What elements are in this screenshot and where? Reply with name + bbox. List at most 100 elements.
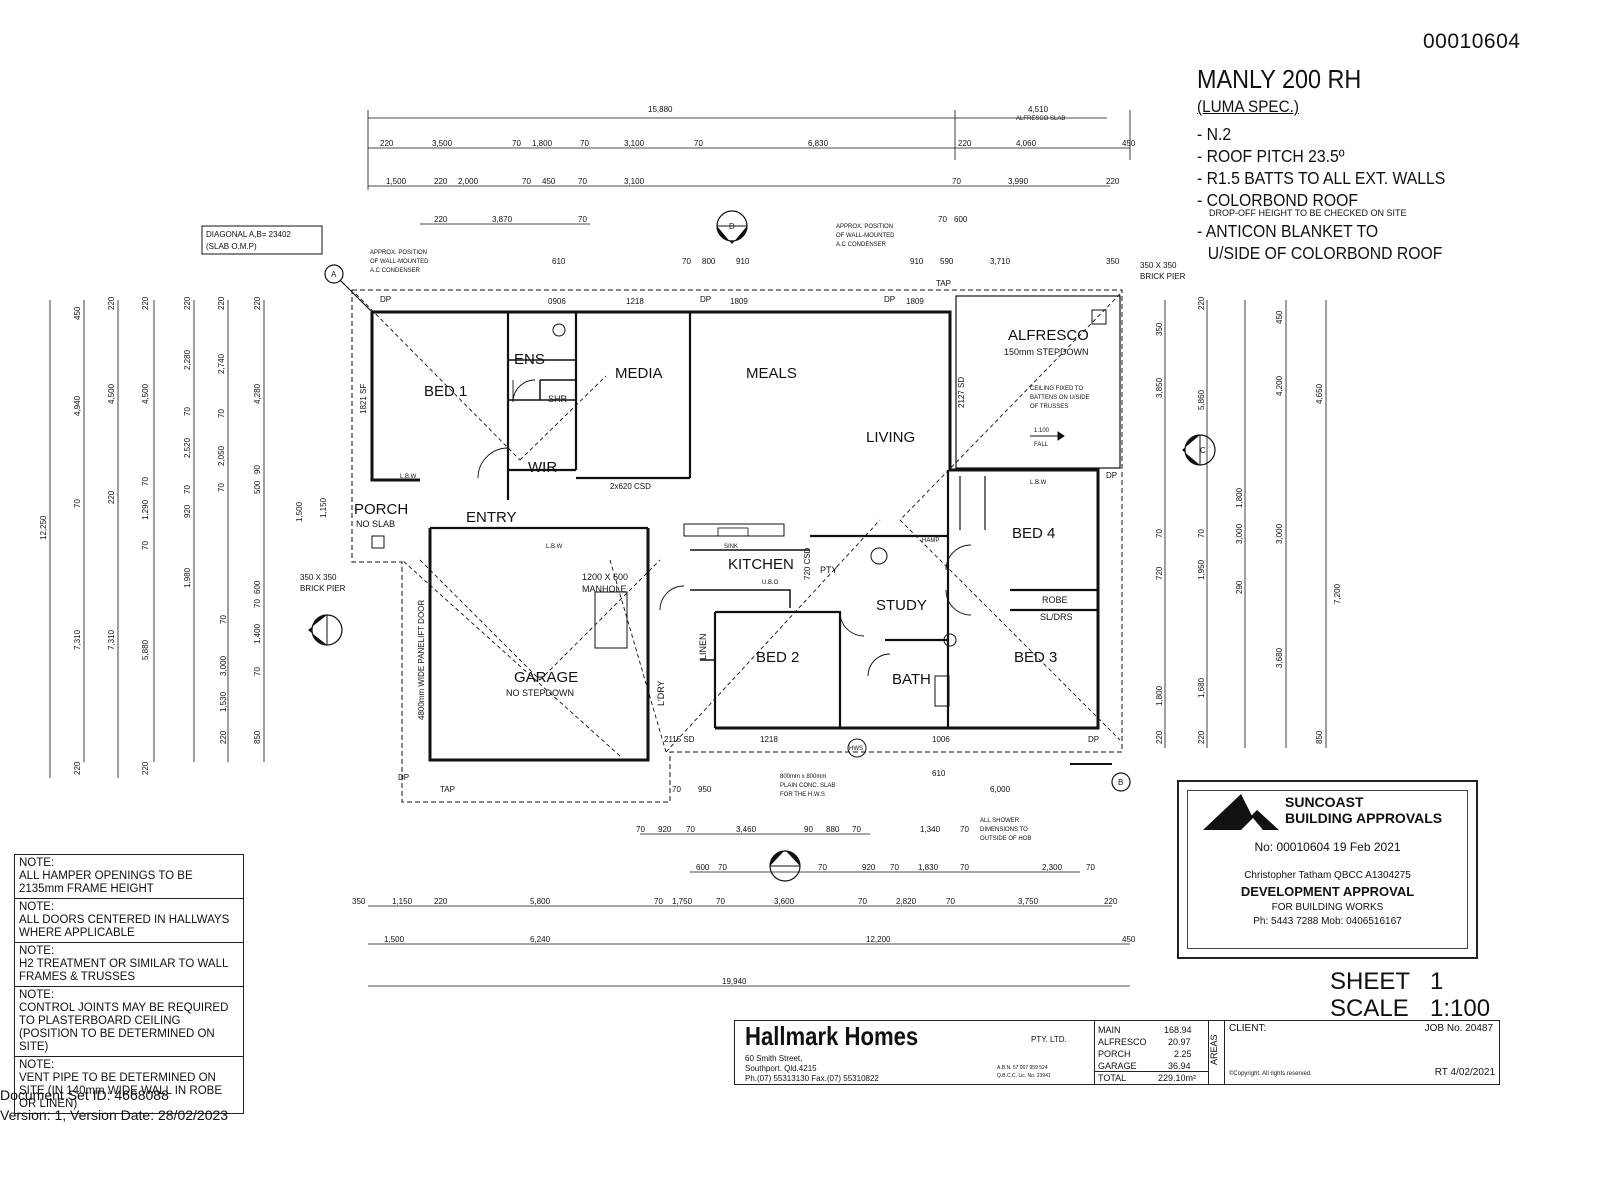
fall-ratio: 1:100 (1034, 428, 1050, 434)
dim-bottom-row3: 90 (804, 825, 813, 834)
dim-bottom-opening: 610 (932, 769, 946, 778)
dim-bottom-row4: 1,830 (918, 863, 939, 872)
spec-line: - COLORBOND ROOF (1197, 190, 1359, 210)
dim-bottom-row2: 6,240 (530, 935, 551, 944)
suncoast-logo-icon (1203, 794, 1279, 830)
area-name: GARAGE (1098, 1061, 1137, 1071)
dim-window: 800 (702, 257, 716, 266)
dim-top-row1: 6,830 (808, 139, 829, 148)
dim-bottom-row3: 920 (658, 825, 672, 834)
dim-left-b: 220 (107, 296, 116, 310)
company-address: Southport. Qld.4215 (745, 1064, 817, 1073)
dim-left-e: 500 (253, 480, 262, 494)
spec-line: - N.2 (1197, 124, 1232, 144)
room-robe: ROBE (1042, 595, 1068, 605)
downpipe-label: DP (398, 773, 409, 782)
ac-condenser-note: A.C CONDENSER (836, 242, 887, 248)
approval-brand-line: SUNCOAST (1285, 794, 1364, 810)
dim-left-d: 220 (219, 730, 228, 744)
dim-top-row2: 2,000 (458, 177, 479, 186)
area-value: 2.25 (1174, 1049, 1192, 1059)
brick-pier-label: BRICK PIER (1140, 272, 1186, 281)
downpipe-label: DP (700, 295, 711, 304)
dim-bottom-row1: 70 (946, 897, 955, 906)
room-bed4: BED 4 (1012, 525, 1055, 542)
hamper-label: HAMP (922, 538, 939, 544)
area-value: 20.97 (1168, 1037, 1191, 1047)
dim-right-c: 850 (1315, 730, 1324, 744)
note: NOTE: ALL DOORS CENTERED IN HALLWAYS WHE… (15, 899, 243, 943)
dim-left-f: 1,500 (295, 501, 304, 522)
dim-bottom-opening: 6,000 (990, 785, 1011, 794)
ac-condenser-note: APPROX. POSITION (370, 250, 427, 256)
dim-bottom-row3: 70 (686, 825, 695, 834)
dim-right-c: 450 (1275, 310, 1284, 324)
dim-left-b: 1,290 (141, 499, 150, 520)
dim-top-alfresco: 4,510 (1028, 105, 1049, 114)
area-name: MAIN (1098, 1025, 1121, 1035)
approval-for: FOR BUILDING WORKS (1271, 902, 1384, 913)
room-living: LIVING (866, 429, 915, 446)
dim-left-b: 4,500 (107, 383, 116, 404)
dim-left-d: 2,520 (183, 437, 192, 458)
plan-title: MANLY 200 RH (1197, 64, 1362, 94)
dim-top-row1: 450 (1122, 139, 1136, 148)
room-garage: GARAGE (514, 669, 578, 686)
dim-left-d: 3,000 (219, 655, 228, 676)
dim-left-d: 1,980 (183, 567, 192, 588)
company-cell: Hallmark Homes PTY. LTD. 60 Smith Street… (735, 1021, 1095, 1084)
dim-left-f: 4,280 (253, 383, 262, 404)
approval-brand: SUNCOAST BUILDING APPROVALS (1285, 794, 1442, 826)
area-divider (1094, 1071, 1208, 1072)
room-kitchen: KITCHEN (728, 556, 794, 573)
room-bed1: BED 1 (424, 383, 467, 400)
scale-label: SCALE (1330, 995, 1409, 1022)
dim-left-f: 1,150 (319, 497, 328, 518)
dim-top-row3: 70 (578, 215, 587, 224)
dim-right-c: 3,680 (1275, 647, 1284, 668)
dim-window: 350 (1106, 257, 1120, 266)
dim-top-row2: 70 (952, 177, 961, 186)
dim-top-row1: 70 (512, 139, 521, 148)
dim-right-total: 7,200 (1333, 583, 1342, 604)
garage-no-stepdown: NO STEPDOWN (506, 688, 574, 698)
dim-top-row2: 3,990 (1008, 177, 1029, 186)
drop-off-note: DROP-OFF HEIGHT TO BE CHECKED ON SITE (1209, 208, 1407, 218)
dim-left-e: 1,400 (253, 623, 262, 644)
note: NOTE: VENT PIPE TO BE DETERMINED ON SITE… (19, 1059, 222, 1110)
dim-left-e: 220 (217, 296, 226, 310)
dim-top-row1: 1,800 (532, 139, 553, 148)
shower-dims-note: ALL SHOWER (980, 818, 1020, 824)
dim-window: 910 (910, 257, 924, 266)
dim-left-d: 2,280 (183, 349, 192, 370)
dim-left-c: 220 (141, 761, 150, 775)
dim-left-c: 220 (141, 296, 150, 310)
dim-right-b: 3,000 (1235, 523, 1244, 544)
dim-bottom-row1: 220 (434, 897, 448, 906)
dim-bottom-row1: 1,150 (392, 897, 413, 906)
diagonal-label: DIAGONAL A,B= 23402 (206, 230, 291, 239)
room-entry: ENTRY (466, 509, 517, 526)
dim-right-c: 3,000 (1275, 523, 1284, 544)
manhole-label: MANHOLE (582, 584, 627, 594)
dim-window: 3,710 (990, 257, 1011, 266)
dim-bottom-row1: 3,750 (1018, 897, 1039, 906)
hws-label: HWS (849, 746, 863, 752)
ac-condenser-note: APPROX. POSITION (836, 224, 893, 230)
csd-label: 720 CSD (803, 547, 812, 580)
dim-right-a: 70 (1155, 529, 1164, 538)
dim-right-c: 4,200 (1275, 375, 1284, 396)
dim-opening: 1809 (906, 297, 924, 306)
brick-pier-size: 350 X 350 (1140, 261, 1177, 270)
dim-left-b: 7,310 (107, 629, 116, 650)
downpipe-label: DP (1106, 471, 1117, 480)
plan-subtitle: (LUMA SPEC.) (1197, 97, 1300, 116)
dim-left-e: 70 (253, 599, 262, 608)
dim-left-e: 70 (217, 409, 226, 418)
dim-left-e: 70 (217, 483, 226, 492)
approval-certifier: Christopher Tatham QBCC A1304275 (1244, 870, 1411, 881)
dim-left-a: 7,310 (73, 629, 82, 650)
area-name: ALFRESCO (1098, 1037, 1147, 1047)
room-pantry: PTY (820, 565, 838, 575)
client-label: CLIENT: (1229, 1023, 1267, 1034)
